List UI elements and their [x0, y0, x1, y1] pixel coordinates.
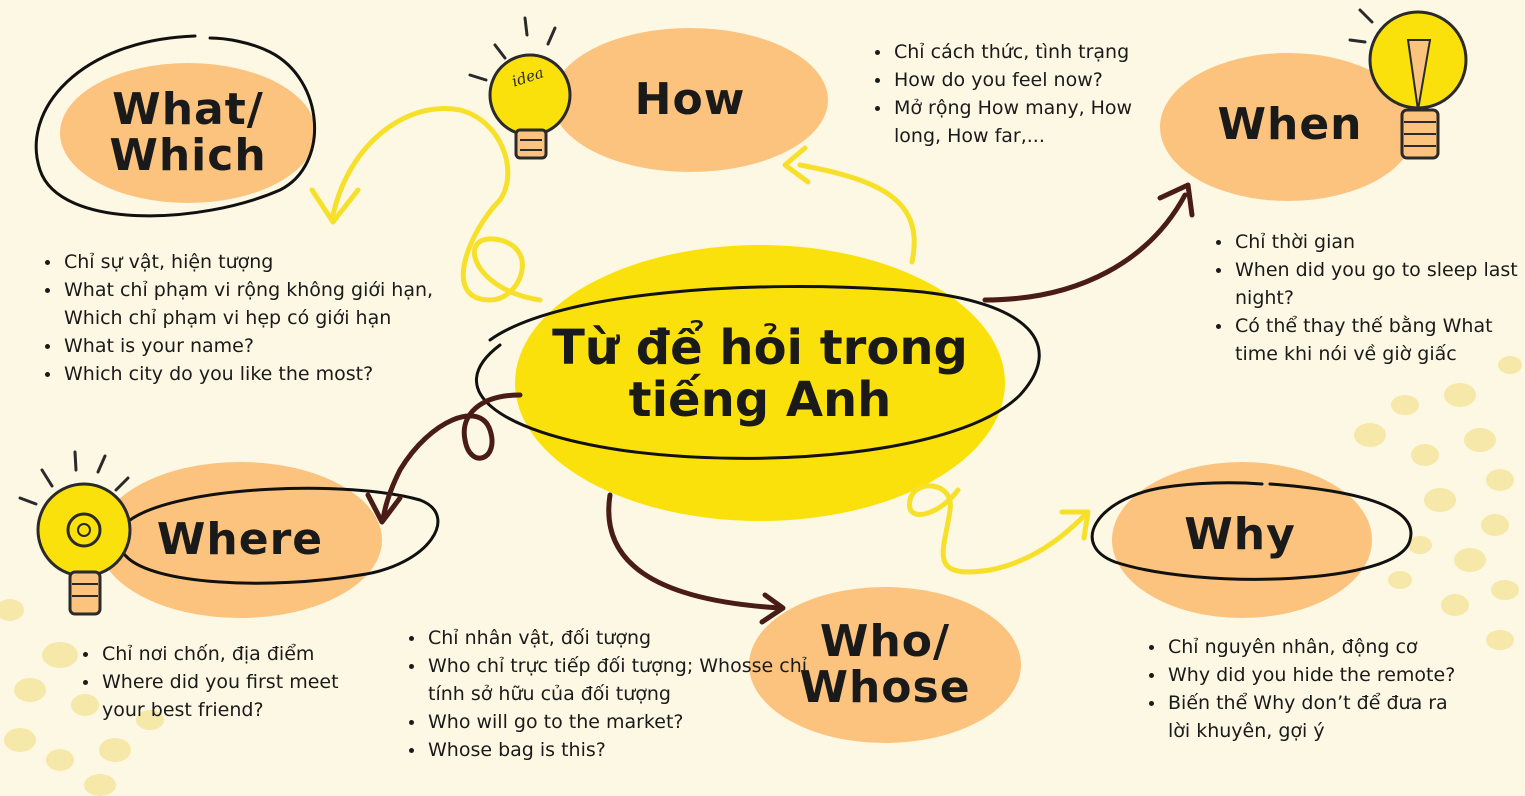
why-notes: Chỉ nguyên nhân, động cơ Why did you hid…	[1138, 633, 1461, 745]
center-title: Từ để hỏi trong tiếng Anh	[552, 320, 968, 428]
why-outline	[1090, 481, 1413, 581]
lightbulb-gear-icon	[18, 450, 132, 616]
who-node-shape	[749, 587, 1021, 743]
list-item: Who will go to the market?	[426, 708, 811, 736]
arrow-to-who	[606, 492, 783, 611]
who-node: Who/ Whose	[780, 610, 990, 720]
how-notes: Chỉ cách thức, tình trạng How do you fee…	[864, 38, 1182, 150]
list-item: Why did you hide the remote?	[1166, 661, 1461, 689]
arrow-to-why	[907, 483, 1088, 575]
when-title: When	[1217, 98, 1363, 150]
how-title: How	[634, 73, 746, 125]
list-item: Chỉ nhân vật, đối tượng	[426, 624, 811, 652]
what-node-shape	[60, 63, 316, 203]
list-item: Chỉ nơi chốn, địa điểm	[100, 640, 380, 668]
how-node-shape	[552, 28, 828, 172]
what-notes: Chỉ sự vật, hiện tượng What chỉ phạm vi …	[34, 248, 492, 388]
center-outline	[475, 285, 1041, 460]
arrow-head-when	[1157, 182, 1195, 218]
center-node: Từ để hỏi trong tiếng Anh	[540, 315, 980, 435]
list-item: When did you go to sleep last night?	[1233, 256, 1525, 312]
what-node: What/ Which	[78, 78, 298, 188]
yellow-arrows	[309, 106, 1091, 575]
list-item: Which city do you like the most?	[62, 360, 492, 388]
why-node: Why	[1140, 505, 1340, 565]
list-item: Where did you first meet your best frien…	[100, 668, 380, 724]
what-outline	[34, 34, 317, 218]
list-item: Who chỉ trực tiếp đối tượng; Whosse chỉ …	[426, 652, 811, 708]
arrow-head-what	[309, 187, 361, 225]
brown-arrows	[365, 182, 1195, 625]
background-dots	[0, 356, 1522, 796]
list-item: Chỉ sự vật, hiện tượng	[62, 248, 492, 276]
list-item: Biến thể Why don’t để đưa ra lời khuyên,…	[1166, 689, 1461, 745]
lightbulb-pencil-icon	[1348, 8, 1468, 160]
where-title: Where	[156, 513, 324, 565]
how-node: How	[590, 70, 790, 130]
when-notes: Chỉ thời gian When did you go to sleep l…	[1205, 228, 1525, 368]
arrow-head-where	[365, 492, 403, 525]
why-title: Why	[1184, 508, 1296, 560]
list-item: Chỉ cách thức, tình trạng	[892, 38, 1182, 66]
where-node-shape	[98, 462, 382, 618]
where-notes: Chỉ nơi chốn, địa điểm Where did you fir…	[72, 640, 380, 724]
arrow-to-what	[330, 106, 543, 303]
when-node: When	[1190, 95, 1390, 155]
list-item: What chỉ phạm vi rộng không giới hạn, Wh…	[62, 276, 492, 332]
list-item: What is your name?	[62, 332, 492, 360]
who-notes: Chỉ nhân vật, đối tượng Who chỉ trực tiế…	[398, 624, 811, 764]
arrow-head-how	[782, 145, 811, 185]
list-item: Mở rộng How many, How long, How far,...	[892, 94, 1182, 150]
list-item: How do you feel now?	[892, 66, 1182, 94]
where-outline	[123, 486, 440, 585]
list-item: Chỉ nguyên nhân, động cơ	[1166, 633, 1461, 661]
what-title: What/ Which	[109, 83, 267, 181]
why-node-shape	[1112, 462, 1372, 618]
arrow-to-how	[797, 162, 917, 265]
who-title: Who/ Whose	[799, 615, 971, 713]
where-node: Where	[130, 510, 350, 570]
list-item: Whose bag is this?	[426, 736, 811, 764]
arrow-head-why	[1059, 509, 1091, 541]
list-item: Có thể thay thế bằng What time khi nói v…	[1233, 312, 1525, 368]
arrow-to-when	[982, 192, 1188, 303]
when-node-shape	[1160, 53, 1416, 201]
lightbulb-idea-icon: idea	[468, 16, 572, 160]
arrow-head-who	[759, 592, 786, 625]
list-item: Chỉ thời gian	[1233, 228, 1525, 256]
arrow-to-where	[380, 392, 523, 523]
